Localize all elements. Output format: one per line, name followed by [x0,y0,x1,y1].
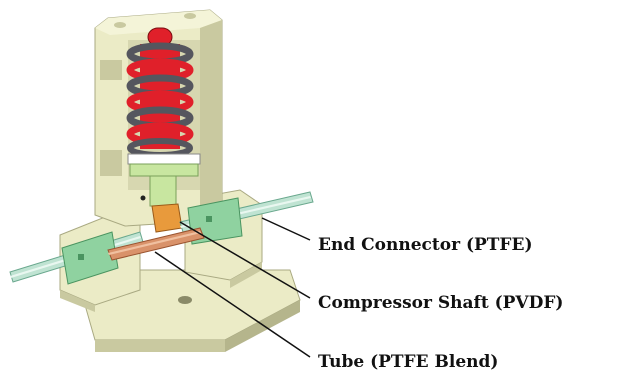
compressor-block [151,203,183,233]
leader-end-connector [261,217,311,241]
compressor-shaft-label: Compressor Shaft (PVDF) [318,293,564,313]
leader-tube [154,251,311,358]
tube-label: Tube (PTFE Blend) [318,352,499,372]
callout-leaders [154,217,311,358]
spring-seat [127,153,201,177]
leader-compressor-shaft [179,221,311,299]
tube [107,227,205,261]
end-connector-label: End Connector (PTFE) [318,235,533,255]
shaft [140,175,177,207]
